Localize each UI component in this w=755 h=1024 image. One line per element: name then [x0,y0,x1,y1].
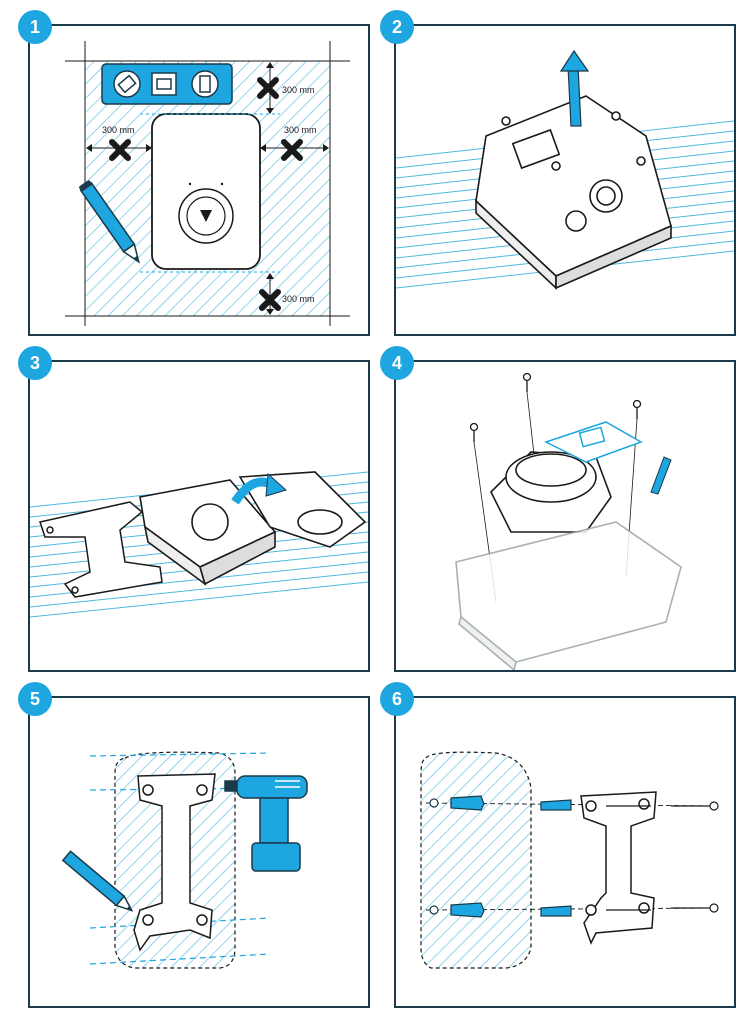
clearance-label-top: 300 mm [282,85,315,95]
wall-plug-icon [429,795,572,918]
open-housing-diagram [396,49,734,290]
charger-housing [475,95,672,290]
pencil-icon [61,850,134,912]
step-1-panel: 300 mm 300 mm 300 mm 300 mm [28,24,370,336]
no-go-x-icon [109,77,303,311]
step-badge-3: 3 [18,346,52,380]
step-4-panel [394,360,736,672]
step-badge-4: 4 [380,346,414,380]
drill-icon [224,775,308,872]
mount-bracket-diagram [420,751,719,969]
step-badge-2: 2 [380,10,414,44]
step-badge-5: 5 [18,682,52,716]
mounting-bracket [39,501,163,598]
drill-holes-diagram [61,751,308,969]
mounting-bracket [133,773,216,952]
wall-area [420,751,532,969]
lift-arrow-icon [567,65,582,127]
step-5-panel [28,696,370,1008]
step-6-panel [394,696,736,1008]
step-2-panel [394,24,736,336]
remove-cover-diagram [30,471,368,618]
clearance-label-right: 300 mm [284,125,317,135]
screw-icon [469,372,642,442]
clearance-label-left: 300 mm [102,125,135,135]
screw-icon [606,801,719,913]
step-badge-6: 6 [380,682,414,716]
charger-base [139,479,277,587]
base-tray [455,521,682,670]
step-badge-1: 1 [18,10,52,44]
pencil-icon [79,180,140,264]
clearance-diagram: 300 mm 300 mm 300 mm 300 mm [65,41,350,326]
mounting-bracket [580,791,657,945]
clearance-label-bottom: 300 mm [282,294,315,304]
spirit-level-icon [101,63,233,105]
charger-unit [151,113,261,270]
socket-assembly [490,451,612,533]
connector-arrow-icon [650,456,672,495]
circuit-board [544,421,643,463]
exploded-internals-diagram [455,372,682,670]
step-3-panel [28,360,370,672]
